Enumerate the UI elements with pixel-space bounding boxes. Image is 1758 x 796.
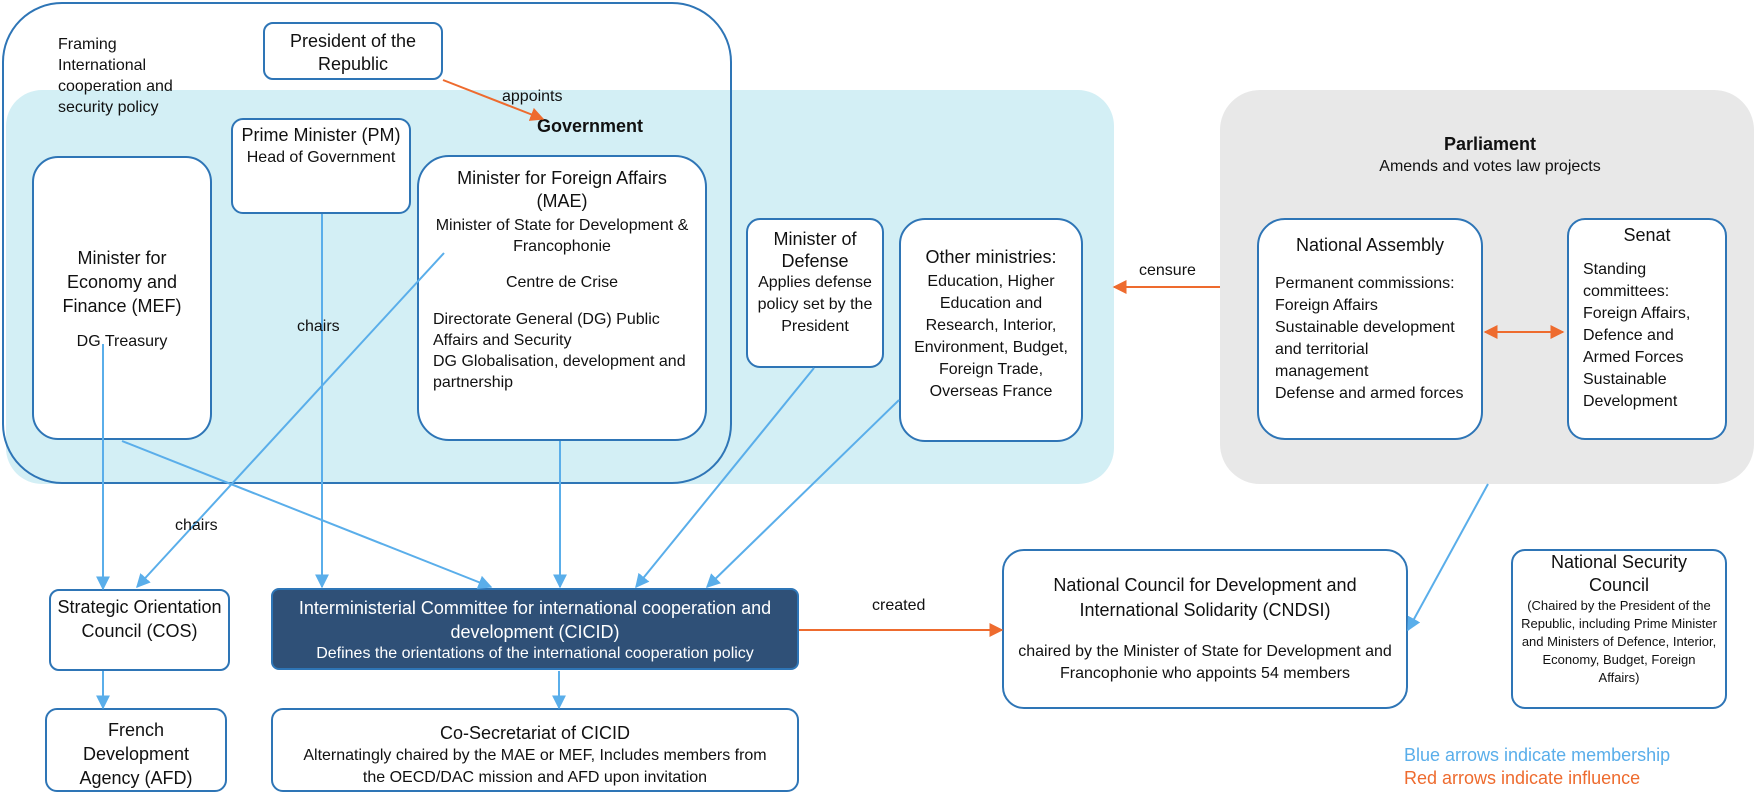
afd-box[interactable]: French Development Agency (AFD) [45, 708, 227, 792]
senat-title: Senat [1623, 225, 1671, 245]
framing-note: Framing International cooperation and se… [58, 36, 173, 116]
legend-membership: Blue arrows indicate membership [1404, 745, 1671, 765]
cicid-title: Interministerial Committee for internati… [298, 598, 772, 642]
edge-label-censure: censure [1139, 262, 1196, 279]
senat-box[interactable]: Senat Standing committees: Foreign Affai… [1567, 218, 1727, 440]
arrow-defense-to-cicid [635, 367, 815, 589]
nsc-box[interactable]: National Security Council (Chaired by th… [1511, 549, 1727, 709]
mae-title: Minister for Foreign Affairs (MAE) [457, 168, 667, 211]
mae-sub2: Centre de Crise [505, 274, 619, 291]
government-title: Government [536, 116, 644, 136]
senat-items: Standing committees: Foreign Affairs, De… [1583, 260, 1691, 410]
mef-title: Minister for Economy and Finance (MEF) [62, 248, 182, 316]
national-assembly-items: Permanent commissions: Foreign Affairs S… [1275, 274, 1464, 402]
cndsi-box[interactable]: National Council for Development and Int… [1002, 549, 1408, 709]
mae-sub1: Minister of State for Development & Fran… [435, 217, 689, 255]
edge-label-created: created [872, 597, 926, 614]
parliament-title: Parliament [1443, 134, 1537, 154]
arrow-mae-chairs-cos [136, 252, 445, 589]
pm-box[interactable]: Prime Minister (PM) Head of Government [231, 118, 411, 214]
edge-label-appoints: appoints [502, 88, 563, 105]
mef-box[interactable]: Minister for Economy and Finance (MEF) D… [32, 156, 212, 440]
nsc-title: National Security Council [1550, 552, 1688, 595]
arrow-president-appoints-government [442, 79, 545, 121]
mef-sub: DG Treasury [76, 333, 168, 350]
mae-box[interactable]: Minister for Foreign Affairs (MAE) Minis… [417, 155, 707, 441]
edge-label-chairs-mae: chairs [175, 517, 218, 534]
cos-title: Strategic Orientation Council (COS) [57, 597, 222, 641]
cosecretariat-title: Co-Secretariat of CICID [439, 723, 631, 743]
national-assembly-title: National Assembly [1295, 235, 1445, 255]
pm-title: Prime Minister (PM) [241, 125, 401, 145]
defense-sub: Applies defense policy set by the Presid… [757, 274, 873, 335]
other-ministries-sub: Education, Higher Education and Research… [914, 272, 1068, 400]
defense-title: Minister of Defense [773, 229, 857, 271]
cicid-box[interactable]: Interministerial Committee for internati… [271, 588, 799, 670]
framing-outline [2, 2, 732, 484]
president-title: President of the Republic [289, 31, 417, 74]
cosecretariat-sub: Alternatingly chaired by the MAE or MEF,… [303, 746, 767, 786]
other-ministries-box[interactable]: Other ministries: Education, Higher Educ… [899, 218, 1083, 442]
nsc-sub: (Chaired by the President of the Republi… [1521, 598, 1717, 685]
cosecretariat-box[interactable]: Co-Secretariat of CICID Alternatingly ch… [271, 708, 799, 792]
other-ministries-title: Other ministries: [925, 247, 1057, 267]
president-box[interactable]: President of the Republic [263, 22, 443, 80]
national-assembly-box[interactable]: National Assembly Permanent commissions:… [1257, 218, 1483, 440]
defense-box[interactable]: Minister of Defense Applies defense poli… [746, 218, 884, 368]
arrow-parliament-to-cndsi [1407, 483, 1489, 632]
arrow-other-ministries-to-cicid [705, 399, 900, 588]
cos-box[interactable]: Strategic Orientation Council (COS) [49, 589, 230, 671]
edge-label-chairs-pm: chairs [297, 318, 340, 335]
legend-influence: Red arrows indicate influence [1404, 768, 1641, 788]
mae-directorates: Directorate General (DG) Public Affairs … [433, 311, 686, 391]
parliament-subtitle: Amends and votes law projects [1379, 158, 1601, 175]
cicid-sub: Defines the orientations of the internat… [316, 645, 754, 662]
arrow-mef-to-cicid [121, 440, 493, 589]
pm-sub: Head of Government [246, 149, 396, 166]
afd-title: French Development Agency (AFD) [79, 720, 193, 788]
cndsi-title: National Council for Development and Int… [1053, 575, 1357, 620]
cndsi-sub: chaired by the Minister of State for Dev… [1018, 643, 1392, 682]
